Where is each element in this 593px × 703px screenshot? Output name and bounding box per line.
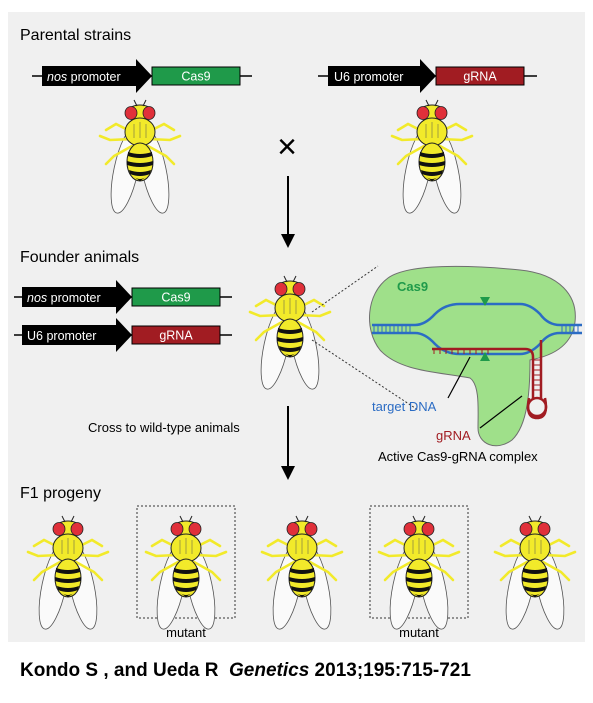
section-title-parental: Parental strains: [20, 27, 131, 44]
fly-f1-2-mutant: [144, 514, 228, 633]
complex-caption: Active Cas9-gRNA complex: [378, 449, 538, 464]
cas9-grna-complex: Cas9 target DNA gRNA Active Cas9-gRNA co…: [369, 265, 582, 464]
arrow-head-2: [281, 466, 295, 480]
mutant-box-1: [136, 505, 236, 619]
grna-label-founder: gRNA: [159, 329, 193, 343]
cas9-label-founder: Cas9: [161, 291, 190, 305]
cas9-protein-label: Cas9: [397, 279, 428, 294]
grna-label: gRNA: [463, 70, 497, 84]
section-title-founder: Founder animals: [20, 249, 139, 266]
cas9-blob: [369, 265, 576, 447]
cross-symbol: ×: [277, 128, 297, 166]
zoom-line-top: [311, 265, 379, 313]
citation-details: 2013;195:715-721: [309, 660, 471, 681]
arrow-head-1: [281, 234, 295, 248]
u6-promoter-label: U6 promoter: [334, 70, 403, 84]
citation: Kondo S , and Ueda R Genetics 2013;195:7…: [20, 660, 471, 682]
section-title-f1: F1 progeny: [20, 485, 101, 502]
nos-promoter-label-founder: nos promoter: [27, 291, 101, 305]
fly-f1-1: [26, 514, 110, 633]
construct-nos-cas9-parental: nos promoter Cas9: [32, 59, 252, 93]
target-dna-label: target DNA: [372, 399, 437, 414]
fly-f1-3: [260, 514, 344, 633]
u6-promoter-label-founder: U6 promoter: [27, 329, 96, 343]
zoom-line-bottom: [311, 339, 419, 411]
fly-f1-5: [493, 514, 577, 633]
cas9-label: Cas9: [181, 70, 210, 84]
construct-u6-grna-founder: U6 promoter gRNA: [14, 318, 232, 352]
mutant-box-2: [369, 505, 469, 619]
fly-founder: [248, 274, 332, 393]
mutant-label-2: mutant: [399, 625, 439, 640]
mutant-label-1: mutant: [166, 625, 206, 640]
fly-parent-grna: [390, 98, 474, 217]
citation-authors: Kondo S , and Ueda R: [20, 660, 219, 681]
fly-parent-cas9: [98, 98, 182, 217]
grna-callout-label: gRNA: [436, 428, 471, 443]
citation-journal: Genetics: [229, 660, 310, 681]
construct-nos-cas9-founder: nos promoter Cas9: [14, 280, 232, 314]
nos-promoter-label: nos promoter: [47, 70, 121, 84]
fly-f1-4-mutant: [377, 514, 461, 633]
construct-u6-grna-parental: U6 promoter gRNA: [318, 59, 537, 93]
cross-label: Cross to wild-type animals: [88, 420, 240, 435]
